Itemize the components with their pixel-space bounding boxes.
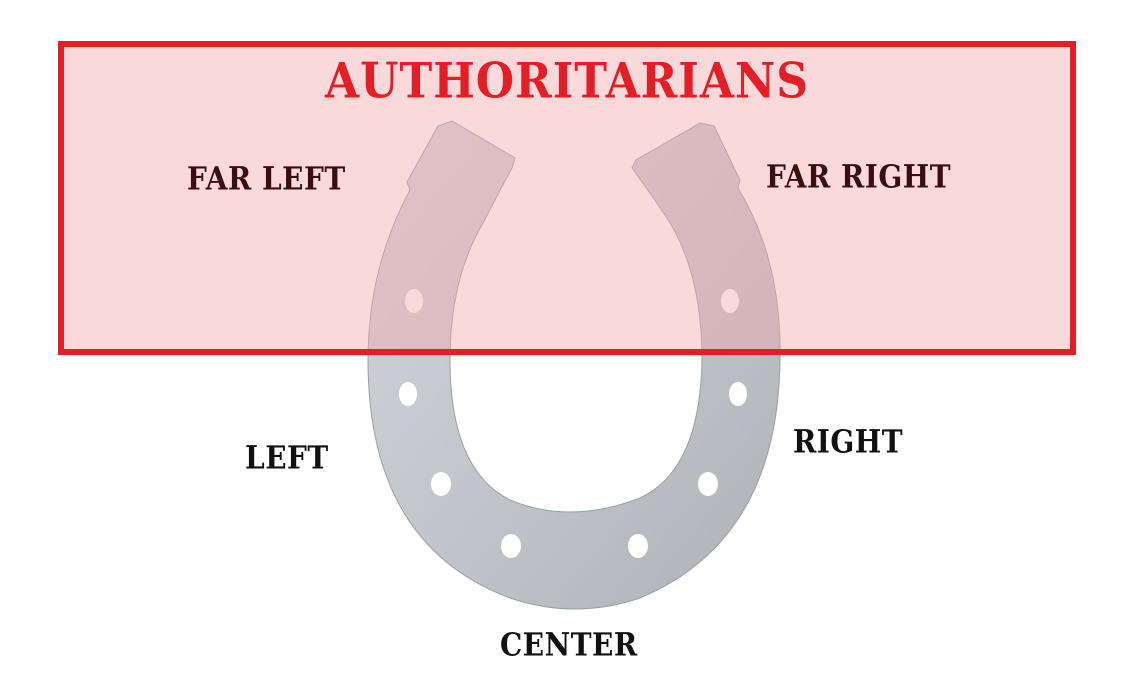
center-label: CENTER (500, 625, 638, 664)
left-label: LEFT (245, 438, 329, 477)
horseshoe-shape (367, 120, 781, 610)
authoritarians-region (58, 41, 1076, 355)
far-right-label: FAR RIGHT (766, 157, 952, 196)
right-label: RIGHT (793, 422, 904, 461)
far-left-label: FAR LEFT (187, 159, 346, 198)
authoritarians-title: AUTHORITARIANS (324, 53, 810, 110)
